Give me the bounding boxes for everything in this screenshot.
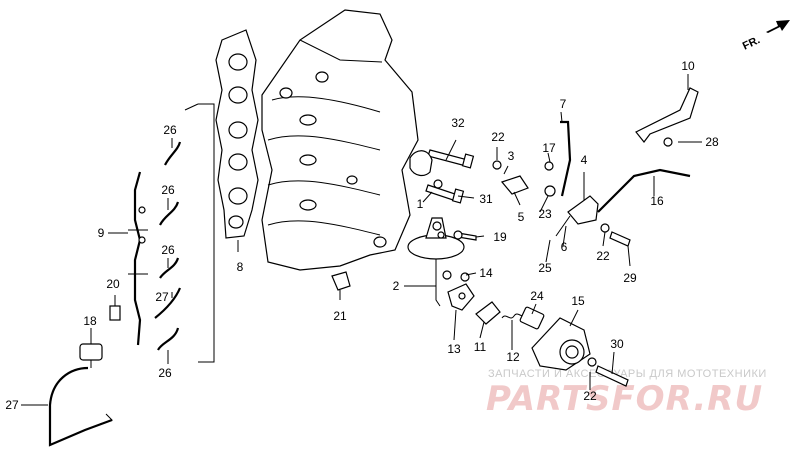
callout-11: 11 <box>474 340 487 354</box>
callout-15: 15 <box>571 294 585 308</box>
callout-13: 13 <box>447 342 461 356</box>
callout-22b: 22 <box>596 249 610 263</box>
small-hardware <box>460 120 572 282</box>
fitting <box>109 305 121 321</box>
callout-5: 5 <box>518 210 525 224</box>
callout-19: 19 <box>493 230 507 244</box>
misc-bolts <box>331 230 477 291</box>
callout-8: 8 <box>237 260 244 274</box>
callout-28: 28 <box>705 135 719 149</box>
callout-25: 25 <box>538 261 552 275</box>
callout-29: 29 <box>623 271 637 285</box>
callout-20: 20 <box>106 277 120 291</box>
callout-2: 2 <box>393 279 400 293</box>
callout-12: 12 <box>506 350 520 364</box>
callout-3: 3 <box>508 149 515 163</box>
hoses <box>128 141 182 351</box>
callout-32: 32 <box>451 116 465 130</box>
callout-1: 1 <box>417 197 424 211</box>
callout-9: 9 <box>98 226 105 240</box>
direction-label: FR. <box>741 34 762 52</box>
callout-26d: 26 <box>158 366 172 380</box>
leader-lines <box>21 74 702 406</box>
callout-21: 21 <box>333 309 347 323</box>
callout-22a: 22 <box>491 130 505 144</box>
throttle-linkage <box>555 87 699 247</box>
callout-17: 17 <box>542 141 556 155</box>
watermark: ЗАПЧАСТИ И АКСЕССУАРЫ ДЛЯ МОТОТЕХНИКИ PA… <box>486 368 767 419</box>
intake-manifold <box>261 9 419 271</box>
bolts-upper <box>409 149 475 204</box>
arrow-right-icon <box>766 20 790 33</box>
callout-4: 4 <box>581 153 588 167</box>
callout-18: 18 <box>83 314 97 328</box>
callout-26b: 26 <box>161 183 175 197</box>
callout-7: 7 <box>560 97 567 111</box>
callout-27b: 27 <box>5 398 19 412</box>
pulley-plate <box>531 317 629 387</box>
callout-6: 6 <box>561 240 568 254</box>
vacuum-actuator <box>407 217 465 307</box>
callouts: 1 2 3 4 5 6 7 8 9 10 11 12 13 14 15 16 1… <box>5 59 719 412</box>
callout-27a: 27 <box>155 290 169 304</box>
callout-24: 24 <box>530 289 544 303</box>
callout-31: 31 <box>479 192 493 206</box>
callout-26a: 26 <box>163 123 177 137</box>
linkage <box>447 283 545 330</box>
callout-16: 16 <box>650 194 664 208</box>
callout-22c: 22 <box>583 389 597 403</box>
callout-10: 10 <box>681 59 695 73</box>
callout-14: 14 <box>479 266 493 280</box>
callout-23: 23 <box>538 207 552 221</box>
long-hose <box>48 366 113 447</box>
fuel-filter <box>79 332 103 368</box>
callout-30: 30 <box>610 337 624 351</box>
watermark-tagline: ЗАПЧАСТИ И АКСЕССУАРЫ ДЛЯ МОТОТЕХНИКИ <box>488 368 767 380</box>
callout-26c: 26 <box>161 243 175 257</box>
manifold-gasket <box>215 29 259 239</box>
direction-marker: FR. <box>741 20 790 53</box>
